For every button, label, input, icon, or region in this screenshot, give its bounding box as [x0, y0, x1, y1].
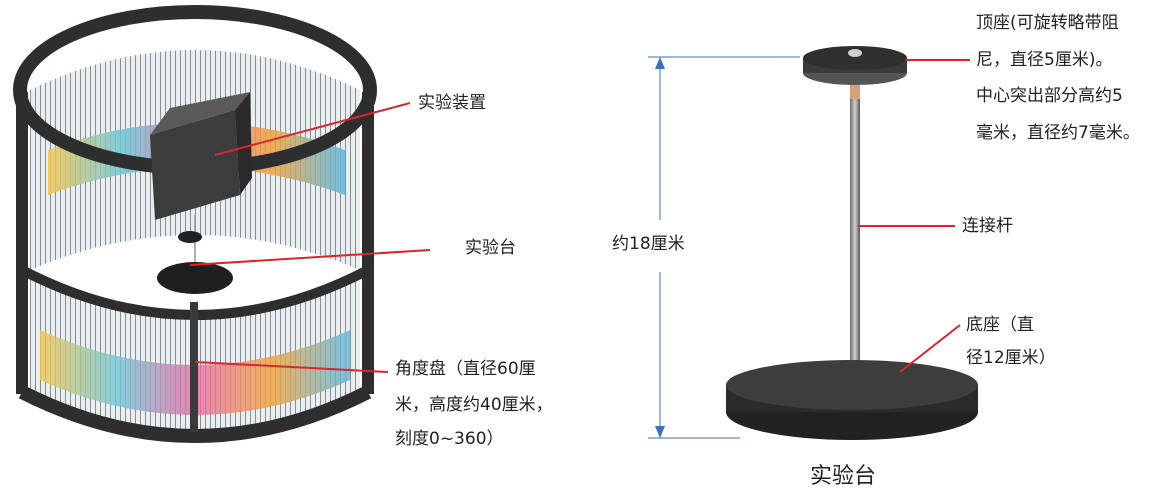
pointer-dial	[194, 361, 389, 373]
label-dial-line1: 角度盘（直径60厘	[395, 359, 536, 379]
label-base-line2: 径12厘米）	[966, 348, 1056, 368]
label-device: 实验装置	[418, 93, 486, 113]
connecting-rod	[850, 99, 860, 391]
platform-apparatus	[726, 46, 978, 440]
experiment-device-box-side	[235, 92, 252, 195]
experiment-platform-disk	[157, 262, 233, 294]
small-top-disk	[178, 231, 202, 243]
label-top-seat-line1: 顶座(可旋转略带阻	[976, 13, 1119, 33]
experiment-device-box	[150, 110, 240, 220]
dimension-arrow-up	[655, 57, 665, 69]
label-top-seat-line4: 毫米，直径约7毫米。	[976, 123, 1140, 143]
label-dial-line2: 米，高度约40厘米，	[395, 395, 553, 415]
dimension-arrow-down	[655, 426, 665, 438]
label-top-seat-line3: 中心突出部分高约5	[976, 86, 1123, 106]
dial-right-post	[362, 92, 374, 394]
label-rod: 连接杆	[962, 216, 1013, 236]
dial-bottom-ring	[18, 385, 372, 443]
label-height: 约18厘米	[612, 234, 685, 254]
experiment-device-box-top	[150, 92, 250, 135]
dial-left-post	[16, 92, 28, 394]
top-seat-top	[803, 46, 907, 70]
label-base-line1: 底座（直	[966, 315, 1034, 335]
dial-center-post	[190, 302, 198, 432]
top-seat-knob	[848, 49, 862, 57]
angle-dial-apparatus	[13, 5, 377, 443]
figure-caption: 实验台	[810, 464, 877, 489]
pointer-base	[899, 324, 961, 373]
base-top	[726, 360, 978, 410]
rod-connector	[850, 85, 860, 99]
label-platform: 实验台	[465, 238, 516, 258]
height-dimension	[648, 56, 800, 439]
pointer-device	[214, 102, 411, 156]
label-dial-line3: 刻度0~360）	[395, 429, 504, 449]
label-top-seat-line2: 尼，直径5厘米)。	[976, 50, 1113, 70]
pointer-platform	[189, 249, 431, 266]
